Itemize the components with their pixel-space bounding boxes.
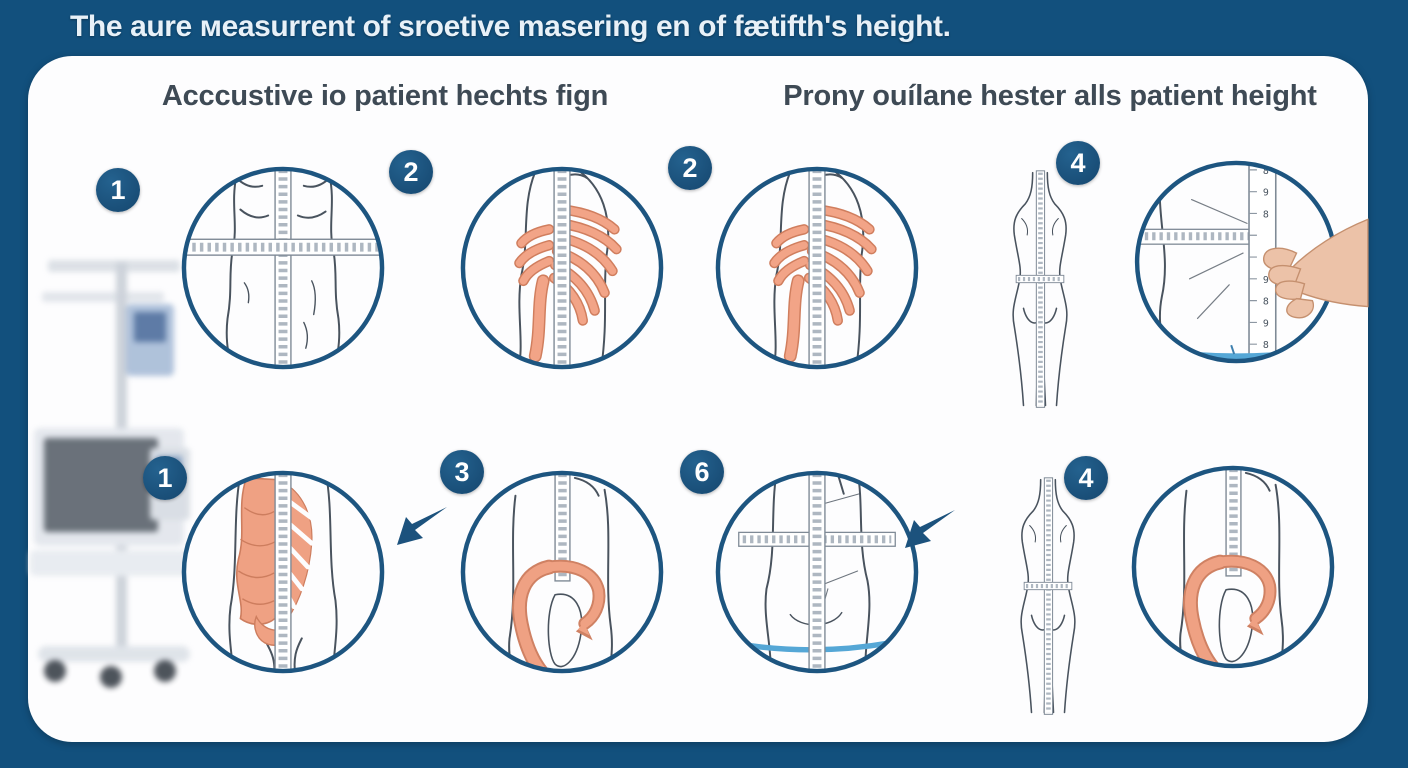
- step-badge: 2: [389, 150, 433, 194]
- step-badge: 3: [440, 450, 484, 494]
- ribcage-side-tape-illustration: [713, 164, 921, 372]
- left-section-header: Acccustive io patient hechts fign: [161, 80, 609, 112]
- page-title: The aure мeasurrent of sroetive masering…: [70, 10, 951, 43]
- hand-holding-tape-ruler-illustration: [1132, 158, 1370, 366]
- ribcage-side-tape-illustration: [458, 164, 666, 372]
- torso-back-tape-band-illustration: [713, 468, 921, 676]
- standing-figure-back-tape-illustration: [993, 475, 1103, 719]
- standing-figure-back-tape-illustration: [985, 168, 1095, 412]
- step-badge: 4: [1064, 456, 1108, 500]
- step-badge: 1: [96, 168, 140, 212]
- pointer-arrow-icon: [397, 507, 447, 545]
- step-badge: 6: [680, 450, 724, 494]
- pointer-arrow-icon: [905, 510, 955, 548]
- hip-muscle-tape-illustration: [458, 468, 666, 676]
- right-section-header: Prony ouílane hester alls patient height: [783, 80, 1317, 112]
- hip-muscle-tape-illustration: [1129, 463, 1337, 671]
- step-badge: 1: [143, 456, 187, 500]
- step-badge: 4: [1056, 141, 1100, 185]
- torso-front-tape-cross-illustration: [179, 164, 387, 372]
- back-muscles-tape-illustration: [179, 468, 387, 676]
- step-badge: 2: [668, 146, 712, 190]
